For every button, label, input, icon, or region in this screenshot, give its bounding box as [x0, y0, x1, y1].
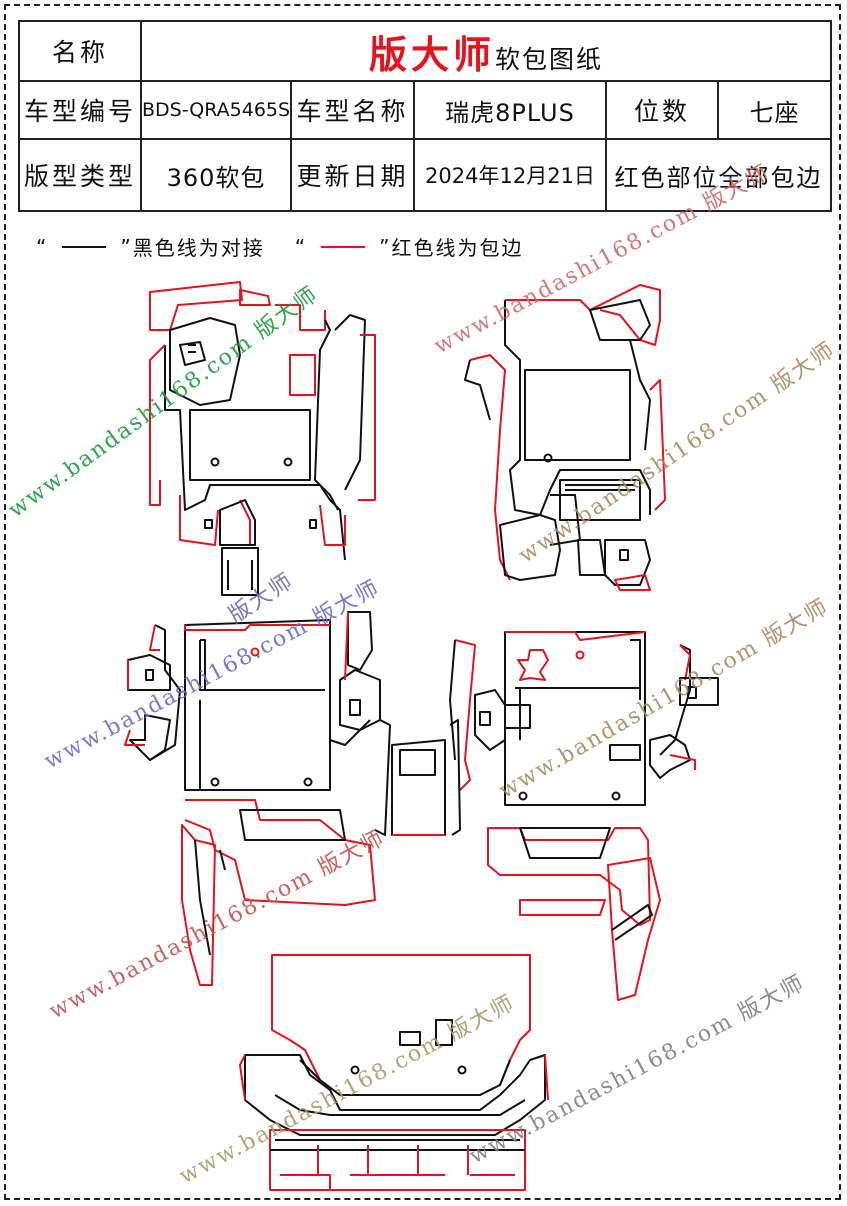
spec-table: 名称 版大师软包图纸 车型编号 BDS-QRA5465S 车型名称 瑞虎8PLU… [18, 20, 833, 212]
model-code-value: BDS-QRA5465S [140, 80, 292, 140]
update-date-value: 2024年12月21日 [413, 138, 607, 212]
quote-close: ” [120, 234, 133, 259]
update-date-label: 更新日期 [290, 138, 415, 212]
red-line-legend-text: 红色线为包边 [391, 236, 524, 260]
black-line-legend-text: 黑色线为对接 [132, 236, 265, 260]
model-code-label: 车型编号 [18, 80, 142, 140]
name-label: 名称 [18, 20, 142, 82]
black-line-sample [62, 245, 107, 248]
pattern-type-value: 360软包 [140, 138, 292, 212]
center-console-pieces [374, 719, 461, 836]
brand-title: 版大师 [368, 32, 495, 77]
red-line-sample [321, 245, 366, 248]
seats-value: 七座 [716, 80, 833, 140]
front-right-mat [464, 284, 666, 591]
edge-note: 红色部位全部包边 [604, 138, 833, 212]
second-row-left-mat [124, 611, 381, 986]
seats-label: 位数 [605, 80, 719, 140]
dashed-border [4, 4, 841, 1200]
quote-open-2: “ [294, 234, 308, 259]
model-name-value: 瑞虎8PLUS [413, 80, 607, 140]
line-legend: “ ” 黑色线为对接 “ ” 红色线为包边 [36, 232, 524, 261]
quote-close-2: ” [379, 234, 392, 259]
pattern-type-label: 版型类型 [18, 138, 142, 212]
model-name-label: 车型名称 [290, 80, 415, 140]
third-row-trunk-mat [239, 954, 549, 1191]
drawing-subtitle: 软包图纸 [495, 44, 604, 74]
front-left-mat [149, 281, 376, 596]
title-cell: 版大师软包图纸 [139, 20, 833, 82]
second-row-right-mat [449, 631, 719, 1001]
quote-open: “ [36, 234, 49, 259]
